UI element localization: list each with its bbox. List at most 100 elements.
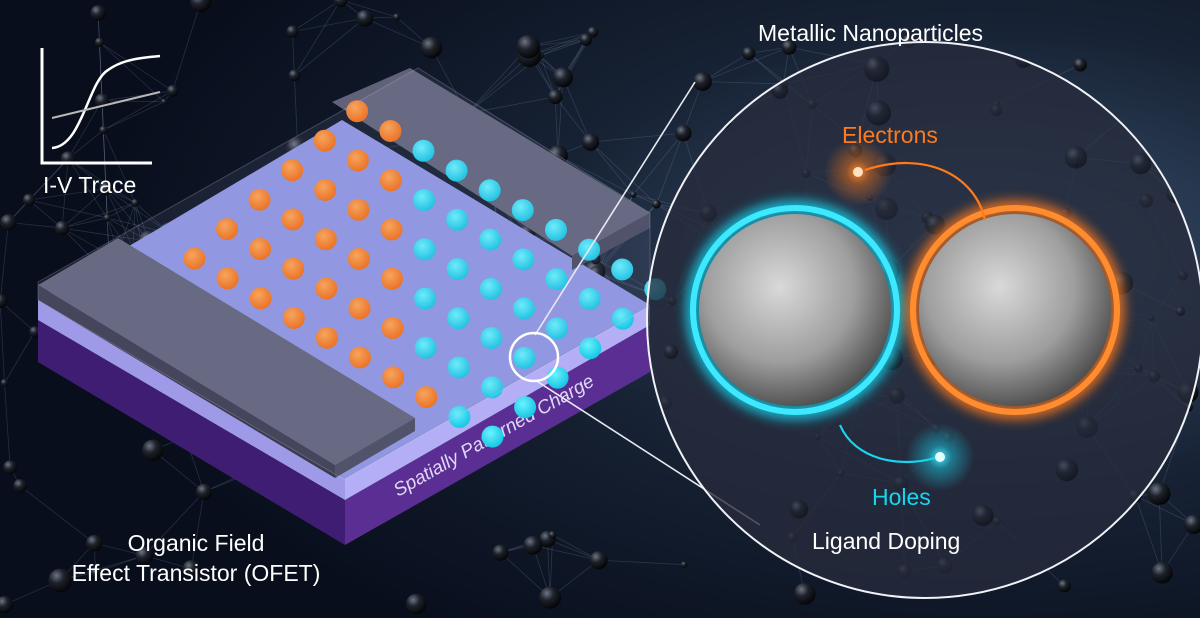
network-node	[142, 439, 164, 461]
network-link	[59, 555, 145, 581]
hole-charge-dot	[514, 396, 537, 419]
dielectric-front	[38, 300, 345, 500]
electron-charge-dot	[315, 326, 338, 349]
hole-charge-dot	[448, 405, 471, 428]
network-link	[99, 42, 104, 131]
network-link	[103, 101, 165, 131]
network-link	[61, 217, 108, 229]
network-node	[393, 13, 401, 21]
hole-charge-dot	[414, 336, 437, 359]
electron-charge-dot	[183, 247, 206, 270]
electron-charge-dot	[347, 248, 370, 270]
network-node	[1073, 58, 1087, 72]
electron-charge-dot	[313, 129, 336, 152]
hole-charge-dot	[481, 425, 504, 448]
network-node	[131, 198, 140, 207]
electron-charge-dot	[216, 218, 238, 241]
network-node	[190, 0, 212, 13]
network-node	[22, 193, 36, 207]
network-link	[105, 188, 171, 234]
electron-charge-dot	[315, 277, 338, 300]
network-node	[195, 483, 213, 501]
electron-charge-dot	[379, 169, 402, 192]
electron-charge-dot	[248, 188, 271, 211]
network-node	[793, 582, 816, 605]
network-link	[557, 77, 564, 156]
network-node	[85, 534, 103, 552]
network-node	[29, 326, 41, 338]
metallic-nanoparticles-label: Metallic Nanoparticles	[758, 20, 983, 46]
drain-electrode-top	[332, 68, 650, 256]
electron-charge-dot	[346, 149, 369, 172]
network-node	[182, 560, 200, 578]
magnified-circle-border	[646, 41, 1200, 599]
nanoparticle-sphere-right	[919, 214, 1111, 406]
network-node	[579, 33, 593, 46]
network-node	[492, 544, 509, 561]
network-node	[99, 125, 108, 135]
network-link	[702, 46, 790, 82]
hole-charge-dot	[513, 297, 535, 320]
network-link	[294, 17, 366, 76]
iv-axes	[40, 48, 152, 165]
network-node	[1130, 153, 1152, 175]
network-node	[742, 46, 756, 60]
network-node	[693, 72, 712, 91]
electron-charge-dot	[282, 257, 305, 280]
electron-path	[864, 161, 987, 221]
network-node	[99, 181, 113, 196]
electron-charge-dot	[314, 228, 337, 251]
electron-charge-dot	[348, 297, 371, 320]
network-node	[924, 214, 945, 235]
network-link	[172, 1, 201, 92]
network-node	[1175, 306, 1186, 317]
network-node	[94, 37, 105, 47]
network-link	[99, 41, 165, 103]
electron-ring	[910, 205, 1120, 415]
network-node	[663, 344, 679, 360]
charge-pattern	[183, 100, 667, 448]
hole-charge-dot	[611, 307, 634, 330]
network-link	[190, 491, 205, 569]
network-link	[67, 158, 108, 219]
network-link	[590, 132, 684, 143]
network-node	[516, 34, 541, 59]
hole-charge-dot	[447, 307, 470, 330]
hole-charge-dot	[445, 159, 468, 182]
network-link	[590, 141, 657, 205]
network-node	[3, 460, 18, 475]
ofet-label-line2: Effect Transistor (OFET)	[71, 560, 321, 586]
hole-charge-dot	[414, 287, 437, 310]
network-node	[781, 39, 797, 55]
network-link	[632, 132, 684, 195]
hole-charge-dot	[446, 208, 469, 231]
network-link	[557, 154, 634, 195]
network-link	[61, 158, 69, 229]
network-link	[99, 42, 103, 101]
electron-charge-dot	[380, 218, 403, 241]
network-node	[652, 199, 661, 209]
network-link	[292, 0, 341, 32]
network-link	[554, 96, 591, 143]
network-link	[1134, 495, 1163, 573]
network-link	[4, 382, 11, 468]
network-link	[67, 158, 136, 204]
electron-charge-dot	[281, 159, 304, 182]
electron-charge-dot	[382, 366, 405, 389]
network-node	[0, 293, 8, 309]
iv-trace-label: I-V Trace	[43, 172, 137, 198]
ligand-doping-label: Ligand Doping	[812, 528, 961, 554]
magnified-view	[646, 41, 1200, 599]
network-node	[90, 5, 106, 21]
hole-charge-dot	[478, 179, 501, 202]
network-link	[8, 221, 63, 229]
network-node	[1055, 458, 1079, 482]
hole-charge-dot	[513, 346, 536, 369]
network-link	[294, 0, 341, 76]
hole-charge-dot	[479, 277, 502, 300]
hole-charge-dot	[578, 287, 601, 310]
electron-charge-dot	[281, 208, 304, 231]
network-link	[102, 100, 164, 103]
network-link	[152, 449, 205, 493]
